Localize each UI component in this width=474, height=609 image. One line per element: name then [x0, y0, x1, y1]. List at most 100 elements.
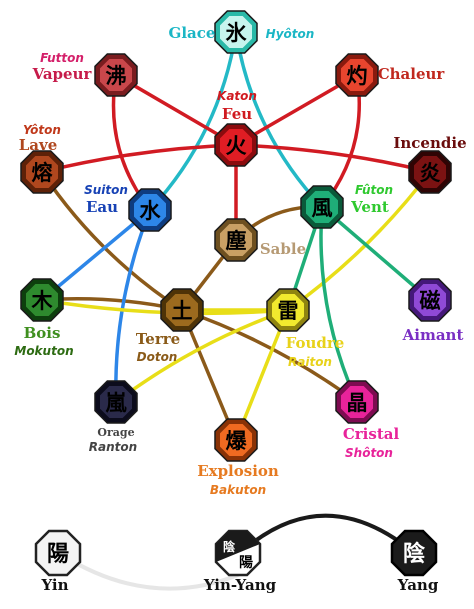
yin-octagon [34, 529, 82, 577]
node-orage: 嵐 [94, 380, 138, 424]
yin-yang-kanji-left: 陰 [223, 539, 236, 554]
node-foudre: 雷 [266, 288, 310, 332]
eau-label: Eau [86, 198, 118, 216]
node-chaleur: 灼 [335, 53, 379, 97]
orage-kanji: 嵐 [106, 391, 128, 415]
eau-kanji: 水 [140, 199, 162, 223]
glace-kanji: 氷 [226, 21, 248, 45]
glace-octagon-face [220, 16, 252, 48]
vent-octagon-face [306, 191, 338, 223]
orage-sublabel: Ranton [89, 440, 137, 454]
eau-sublabel: Suiton [84, 183, 128, 197]
bois-label: Bois [24, 324, 61, 342]
node-lave: 熔 [20, 150, 64, 194]
vent-sublabel: Fûton [355, 183, 393, 197]
yin-yang-dark-half [216, 531, 260, 562]
incendie-kanji: 炎 [420, 161, 441, 185]
link-foudre-orage [114, 308, 290, 404]
yin-label: Yin [40, 576, 68, 594]
yin-yang-arc-top [236, 513, 410, 557]
explosion-kanji: 爆 [226, 429, 248, 453]
lave-kanji: 熔 [32, 161, 54, 185]
node-eau: 水 [128, 188, 172, 232]
feu-label: Feu [222, 105, 252, 123]
glace-label: Glace [169, 24, 216, 42]
node-cristal: 晶 [335, 380, 379, 424]
cristal-kanji: 晶 [347, 391, 368, 415]
cristal-sublabel: Shôton [345, 446, 393, 460]
feu-kanji: 火 [226, 134, 247, 158]
explosion-sublabel: Bakuton [210, 483, 266, 497]
bois-kanji: 木 [31, 289, 54, 313]
link-foudre-incendie [286, 170, 432, 312]
foudre-octagon-face [272, 294, 304, 326]
glace-sublabel: Hyôton [266, 27, 315, 41]
node-feu: 火 [214, 123, 258, 167]
bois-octagon-face [26, 284, 58, 316]
node-sable: 塵 [214, 218, 258, 262]
feu-sublabel: Katon [217, 89, 257, 103]
yin-yang-node: 陰 陽 [214, 529, 262, 577]
orage-octagon-face [100, 386, 132, 418]
yin-node: 陽 [34, 529, 82, 577]
incendie-label: Incendie [393, 134, 466, 152]
chaleur-octagon-face [341, 59, 373, 91]
lave-label: Lave [19, 136, 58, 154]
node-bois: 木 [20, 278, 64, 322]
lave-sublabel: Yôton [23, 123, 61, 137]
yang-octagon [390, 529, 438, 577]
yin-kanji: 陽 [47, 542, 69, 567]
link-lave-feu [40, 143, 238, 174]
node-glace: 氷 [214, 10, 258, 54]
yang-label: Yang [397, 576, 439, 594]
vent-kanji: 風 [312, 196, 333, 220]
node-vapeur: 沸 [94, 53, 138, 97]
link-eau-orage [114, 208, 152, 404]
incendie-octagon-face [414, 156, 446, 188]
cristal-octagon-face [341, 386, 373, 418]
eau-octagon-face [134, 194, 166, 226]
chaleur-label: Chaleur [378, 65, 446, 83]
foudre-sublabel: Raiton [288, 355, 332, 369]
terre-kanji: 土 [172, 299, 193, 323]
node-explosion: 爆 [214, 418, 258, 462]
link-incendie-feu [234, 143, 432, 174]
vapeur-kanji: 沸 [106, 64, 127, 88]
bois-sublabel: Mokuton [14, 344, 73, 358]
sable-octagon-face [220, 224, 252, 256]
terre-octagon-face [166, 294, 198, 326]
sable-kanji: 塵 [226, 229, 247, 253]
terre-label: Terre [136, 330, 180, 348]
vapeur-label: Vapeur [32, 65, 93, 83]
link-vent-cristal [319, 205, 359, 404]
orage-label: Orage [97, 426, 134, 439]
yin-yang-links [60, 513, 410, 591]
aimant-octagon-face [414, 284, 446, 316]
explosion-label: Explosion [197, 462, 279, 480]
node-terre: 土 [160, 288, 204, 332]
chaleur-kanji: 灼 [347, 64, 368, 88]
node-aimant: 磁 [408, 278, 452, 322]
lave-octagon-face [26, 156, 58, 188]
node-vent: 風 [300, 185, 344, 229]
vent-label: Vent [350, 198, 389, 216]
feu-octagon-face [220, 129, 252, 161]
sable-label: Sable [260, 240, 306, 258]
explosion-octagon-face [220, 424, 252, 456]
vapeur-sublabel: Futton [40, 51, 84, 65]
yin-yang-arc-bottom [60, 553, 239, 591]
foudre-label: Foudre [286, 334, 345, 352]
aimant-label: Aimant [402, 326, 464, 344]
foudre-kanji: 雷 [278, 299, 299, 323]
yin-yang-label: Yin-Yang [203, 576, 277, 594]
node-incendie: 炎 [408, 150, 452, 194]
vapeur-octagon-face [100, 59, 132, 91]
yang-node: 陰 [390, 529, 438, 577]
yang-kanji: 陰 [403, 541, 426, 567]
yin-yang-kanji-right: 陽 [239, 554, 253, 571]
cristal-label: Cristal [343, 425, 400, 443]
terre-sublabel: Doton [137, 350, 178, 364]
aimant-kanji: 磁 [420, 289, 441, 313]
